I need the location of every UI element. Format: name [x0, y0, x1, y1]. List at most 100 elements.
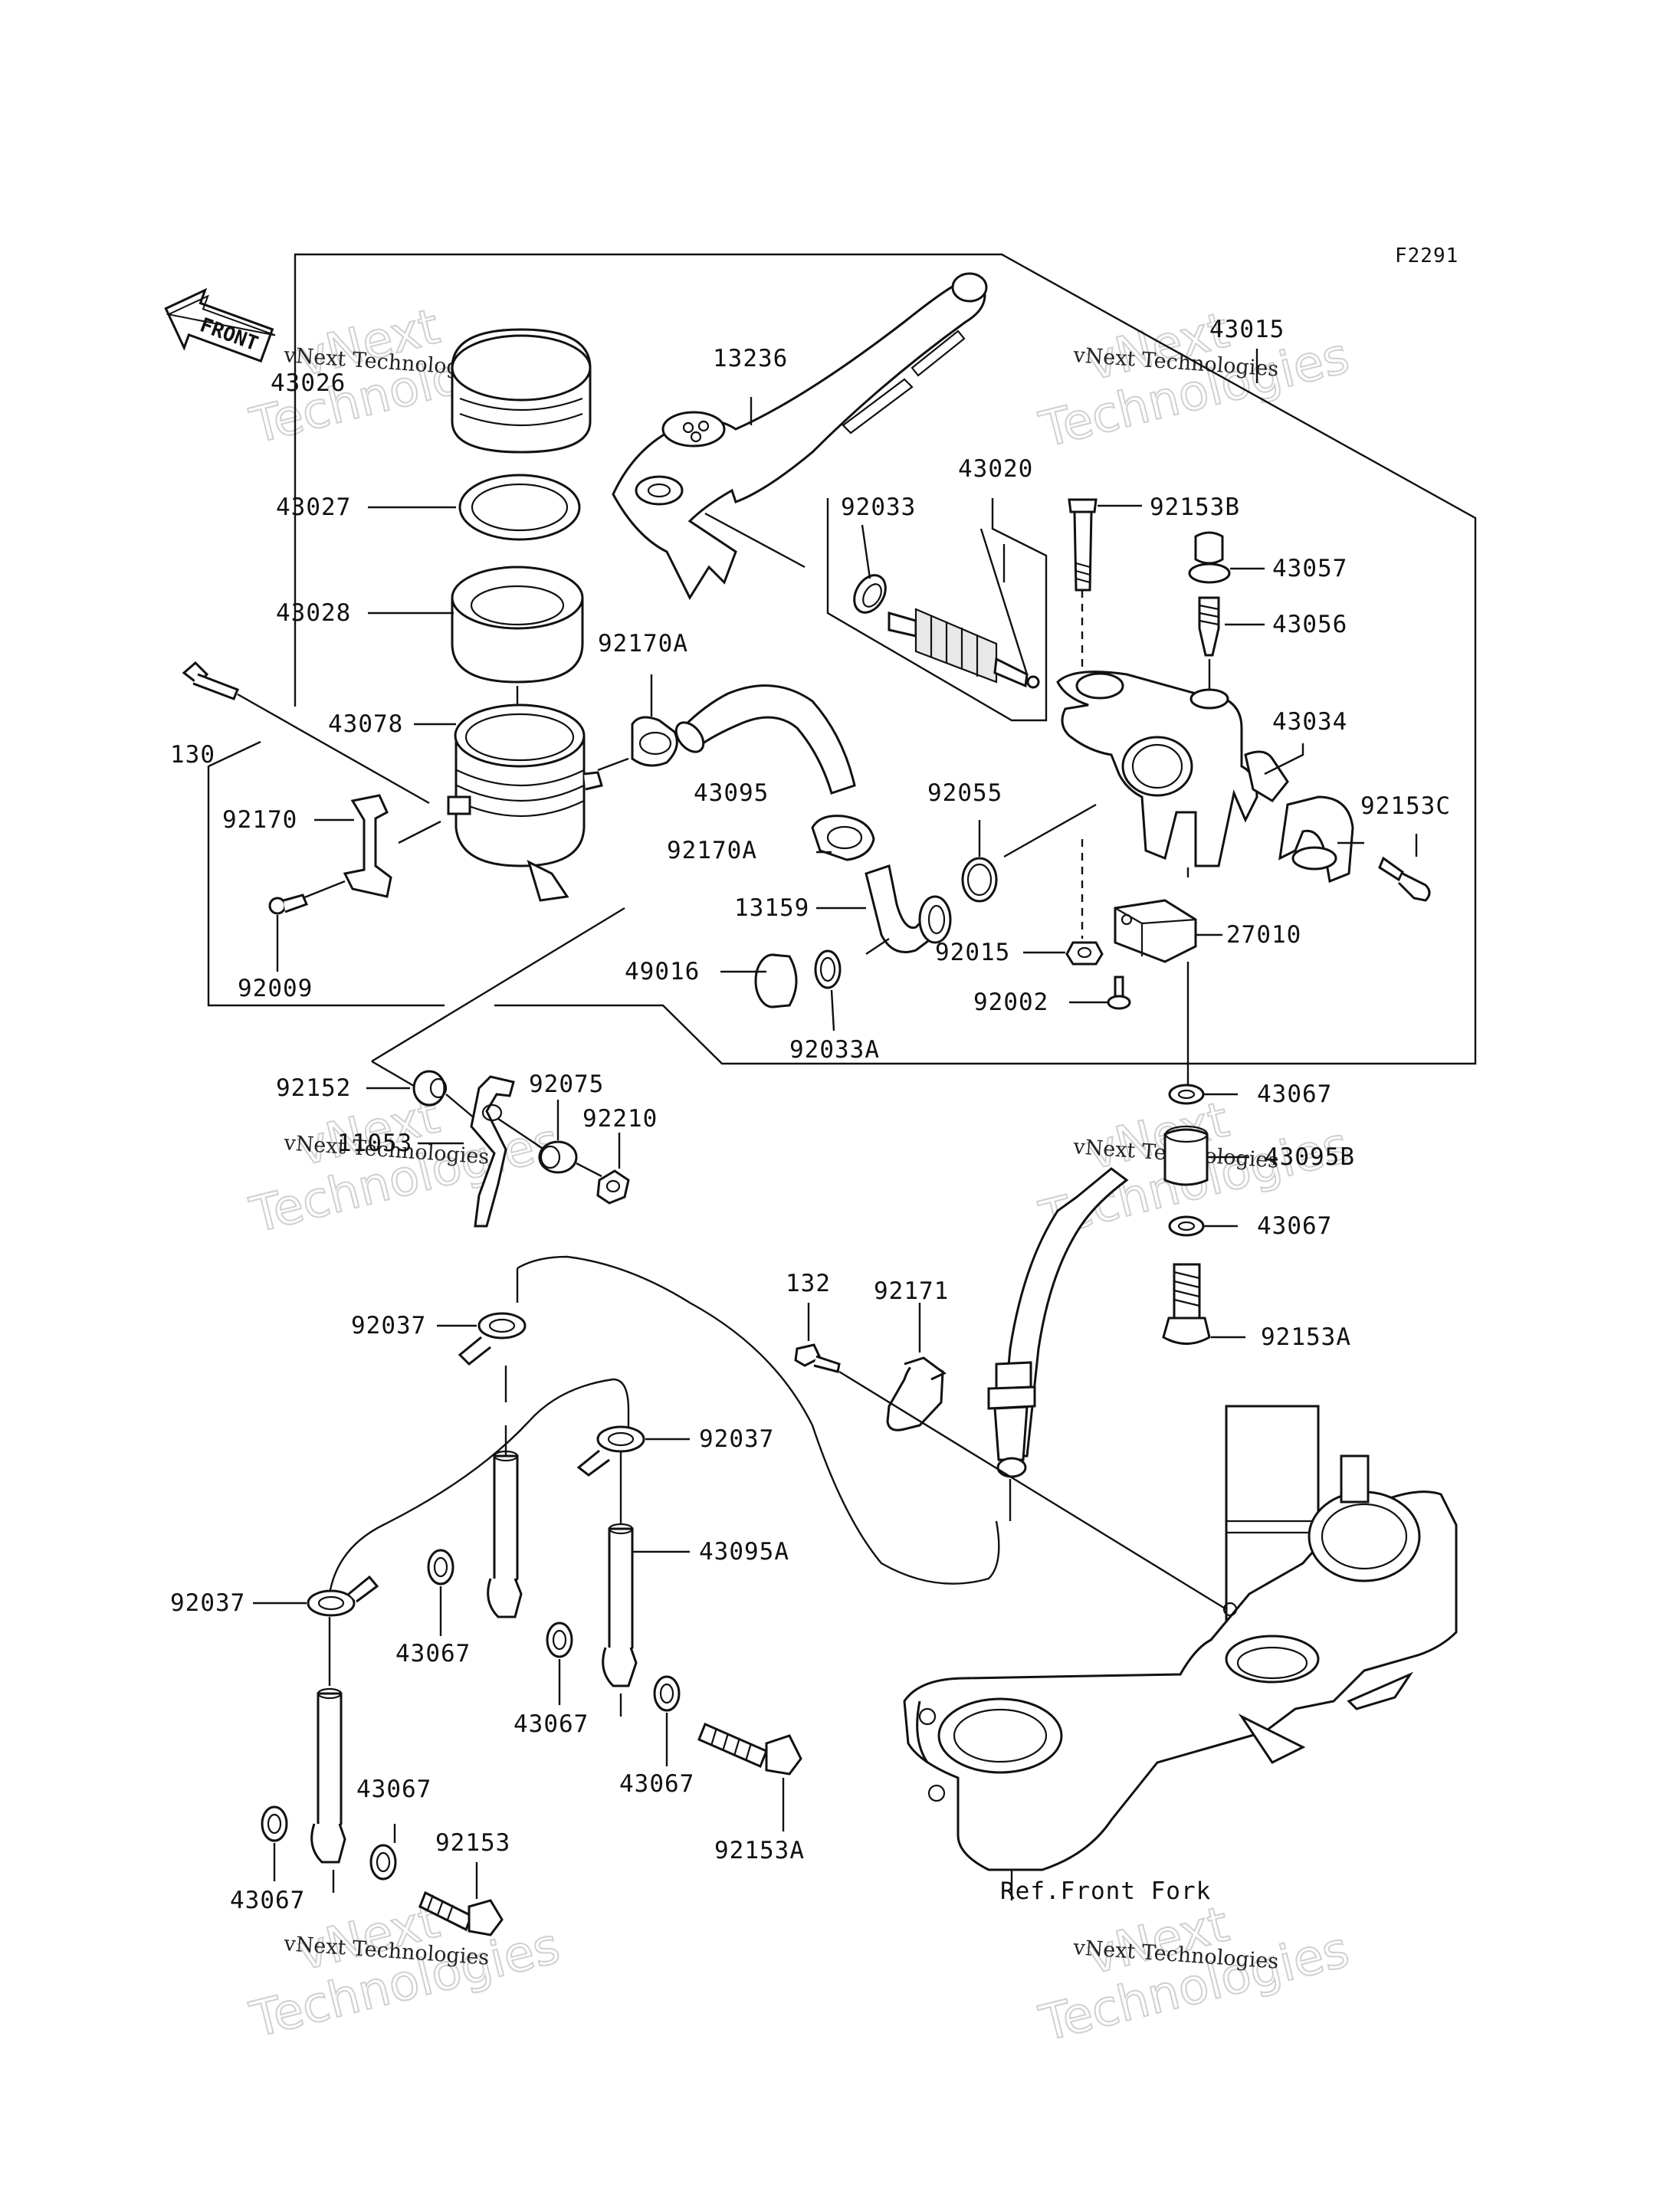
screw-92002 [1107, 976, 1131, 1010]
bracket-92170 [343, 794, 392, 898]
washer-43067-c [427, 1549, 454, 1585]
banjo-92037-middle [576, 1425, 645, 1477]
callout-92009: 92009 [238, 975, 313, 1002]
callout-43067-c: 43067 [395, 1640, 471, 1667]
callout-43095A: 43095A [699, 1538, 789, 1566]
callout-43026: 43026 [271, 369, 346, 397]
callout-43015: 43015 [1209, 316, 1285, 343]
bolt-92153B [1068, 498, 1098, 592]
callout-43057: 43057 [1272, 555, 1347, 582]
diaphragm-plate [458, 474, 581, 541]
reservoir-hose [674, 684, 856, 795]
callout-43034: 43034 [1272, 708, 1347, 736]
sealing-washer-lower [1168, 1215, 1205, 1237]
callout-92153: 92153 [435, 1829, 510, 1857]
bleeder-valve [1198, 596, 1220, 657]
callout-13159: 13159 [734, 894, 809, 922]
callout-92153A-upper: 92153A [1261, 1323, 1351, 1351]
washer-43067-d [546, 1622, 573, 1658]
callout-92033A: 92033A [789, 1036, 880, 1064]
callout-132: 132 [786, 1270, 831, 1297]
bolt-130 [182, 661, 239, 700]
callout-43067-d: 43067 [514, 1710, 589, 1738]
screw-92009 [268, 894, 308, 915]
callout-92075: 92075 [529, 1071, 604, 1098]
brake-light-switch [1114, 899, 1197, 963]
clutch-lever [612, 272, 988, 601]
hose-clamp-92171 [886, 1356, 947, 1431]
clip-92170A-lower [811, 815, 875, 861]
circlip-92033A [814, 949, 842, 989]
callout-43067-b: 43067 [1257, 1212, 1332, 1240]
master-cylinder-piston [888, 608, 1040, 689]
bracket-11053 [470, 1075, 515, 1228]
callout-43028: 43028 [276, 599, 351, 627]
hose-end-left-b [310, 1687, 346, 1864]
bleeder-cap [1188, 531, 1231, 584]
nut-92210 [596, 1169, 630, 1205]
callout-92210: 92210 [582, 1105, 658, 1133]
banjo-bolt-92153 [418, 1890, 504, 1936]
callout-92153B: 92153B [1150, 494, 1240, 521]
reference-front-fork: Ref.Front Fork [1000, 1877, 1211, 1905]
callout-43056: 43056 [1272, 611, 1347, 638]
clip-92170A-upper [631, 716, 678, 767]
assembly-boundary [294, 253, 1477, 1065]
callout-43067-a: 43067 [1257, 1080, 1332, 1108]
clutch-hose [987, 1167, 1129, 1478]
callout-92153C: 92153C [1360, 792, 1451, 820]
callout-92037-lower: 92037 [170, 1589, 245, 1617]
piston-kit-bracket [826, 498, 1048, 722]
bolt-92153C [1378, 856, 1431, 902]
callout-92153A-lower: 92153A [714, 1837, 805, 1864]
front-fork-triple-clamp [903, 1405, 1458, 1871]
handlebar-clamp [1278, 795, 1354, 884]
callout-92033: 92033 [841, 494, 916, 521]
callout-92170A-upper: 92170A [598, 630, 688, 657]
hose-fitting-elbow [865, 864, 952, 953]
callout-92170: 92170 [222, 806, 297, 834]
grommet-49016 [754, 953, 798, 1008]
callout-49016: 49016 [625, 958, 700, 985]
callout-43067-f: 43067 [356, 1776, 431, 1803]
reservoir-cap [451, 328, 592, 454]
callout-92055: 92055 [927, 779, 1002, 807]
callout-13236: 13236 [713, 345, 788, 372]
callout-43067-e: 43067 [619, 1770, 694, 1798]
front-direction-arrow: FRONT [164, 287, 276, 363]
figure-code: F2291 [1395, 244, 1459, 267]
callout-92170A-lower: 92170A [667, 837, 757, 864]
washer-43067-e [653, 1675, 681, 1712]
banjo-bolt-92153A-lower [697, 1723, 802, 1776]
callout-130: 130 [170, 741, 215, 769]
callout-43027: 43027 [276, 494, 351, 521]
reservoir-subgroup-boundary [207, 740, 445, 1007]
banjo-92037-upper [458, 1312, 527, 1366]
banjo-bolt-92153A-upper [1162, 1263, 1211, 1345]
callout-92171: 92171 [874, 1277, 949, 1305]
circlip-92033 [853, 574, 887, 614]
damper-92075 [538, 1140, 578, 1174]
nut-92015 [1065, 941, 1104, 966]
sealing-washer-upper [1168, 1084, 1205, 1105]
callout-43095B: 43095B [1265, 1143, 1355, 1171]
washer-43067-g [261, 1805, 288, 1842]
master-cylinder-body [1056, 671, 1289, 867]
bolt-132 [794, 1343, 841, 1373]
banjo-92037-lower [307, 1575, 379, 1617]
hose-route-a [517, 1255, 1000, 1585]
callout-92002: 92002 [973, 989, 1048, 1016]
collar-92152 [412, 1070, 448, 1107]
callout-43095: 43095 [694, 779, 769, 807]
callout-92015: 92015 [935, 939, 1010, 966]
banjo-fitting-43095B [1163, 1125, 1209, 1186]
callout-92037-upper: 92037 [351, 1312, 426, 1340]
callout-92152: 92152 [276, 1074, 351, 1102]
diaphragm [451, 566, 584, 684]
callout-labels: 43026 13236 43015 43027 43020 92033 9215… [170, 316, 1451, 1914]
hose-end-left-a [487, 1450, 523, 1618]
callout-92037-middle: 92037 [699, 1425, 774, 1453]
washer-43067-f [369, 1844, 397, 1881]
callout-43078: 43078 [328, 710, 403, 738]
